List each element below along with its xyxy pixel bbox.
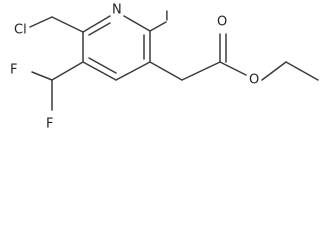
atom-label-o-ester: O bbox=[249, 73, 259, 88]
bond-c4-c3-inner bbox=[88, 57, 117, 74]
bond-oester-ch2 bbox=[261, 61, 287, 81]
atom-label-cl: Cl bbox=[14, 23, 27, 38]
bond-n-c6 bbox=[123, 15, 151, 32]
bond-c6-i bbox=[149, 21, 167, 32]
molecule-structure: N I Cl F F O O bbox=[10, 3, 319, 132]
pyridine-ring bbox=[82, 15, 151, 81]
bond-ch2-cl bbox=[29, 16, 53, 28]
bond-c5-c4 bbox=[115, 61, 151, 81]
bond-c5-ch2 bbox=[149, 61, 183, 81]
atom-label-i: I bbox=[165, 10, 169, 25]
bond-c2-n-inner bbox=[88, 22, 111, 36]
atom-label-o-carbonyl: O bbox=[217, 15, 227, 30]
ethyl-acetate-chain bbox=[149, 33, 319, 81]
chloromethyl-group bbox=[29, 16, 84, 33]
atom-label-n: N bbox=[112, 3, 122, 18]
bond-c2-ch2 bbox=[51, 16, 84, 33]
difluoromethyl-group bbox=[31, 61, 84, 111]
bond-chf2-f-top bbox=[31, 71, 53, 81]
bond-ch2-carbonyl bbox=[181, 61, 221, 81]
bond-c4-c3 bbox=[82, 61, 117, 81]
bond-c2-n bbox=[82, 15, 111, 33]
bond-ch2-ch3 bbox=[285, 61, 319, 81]
atom-label-f1: F bbox=[10, 63, 17, 78]
atom-label-f2: F bbox=[46, 117, 53, 132]
bond-carbonyl-oester bbox=[219, 61, 247, 76]
bond-c3-chf2 bbox=[51, 61, 84, 81]
